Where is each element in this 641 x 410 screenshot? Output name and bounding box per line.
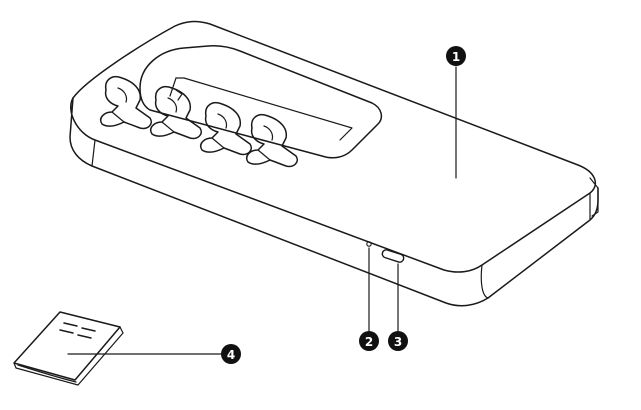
leader-lines (67, 66, 457, 355)
callout-4-number: 4 (227, 348, 235, 362)
cable-clip (200, 102, 252, 156)
indicator-led (366, 241, 372, 247)
callout-1-number: 1 (452, 50, 460, 64)
top-recess (139, 45, 383, 159)
device-body (69, 20, 599, 307)
callout-2: 2 (359, 331, 379, 351)
callout-2-number: 2 (365, 335, 373, 349)
callout-4: 4 (221, 344, 241, 364)
cable-clip (150, 86, 202, 140)
cable-clip (100, 76, 152, 130)
user-manual (13, 311, 124, 386)
cable-clip (246, 114, 298, 168)
callout-3-number: 3 (394, 335, 402, 349)
callout-1: 1 (446, 46, 466, 66)
cable-clips (100, 76, 298, 168)
callout-3: 3 (388, 331, 408, 351)
usb-c-port (381, 249, 405, 263)
